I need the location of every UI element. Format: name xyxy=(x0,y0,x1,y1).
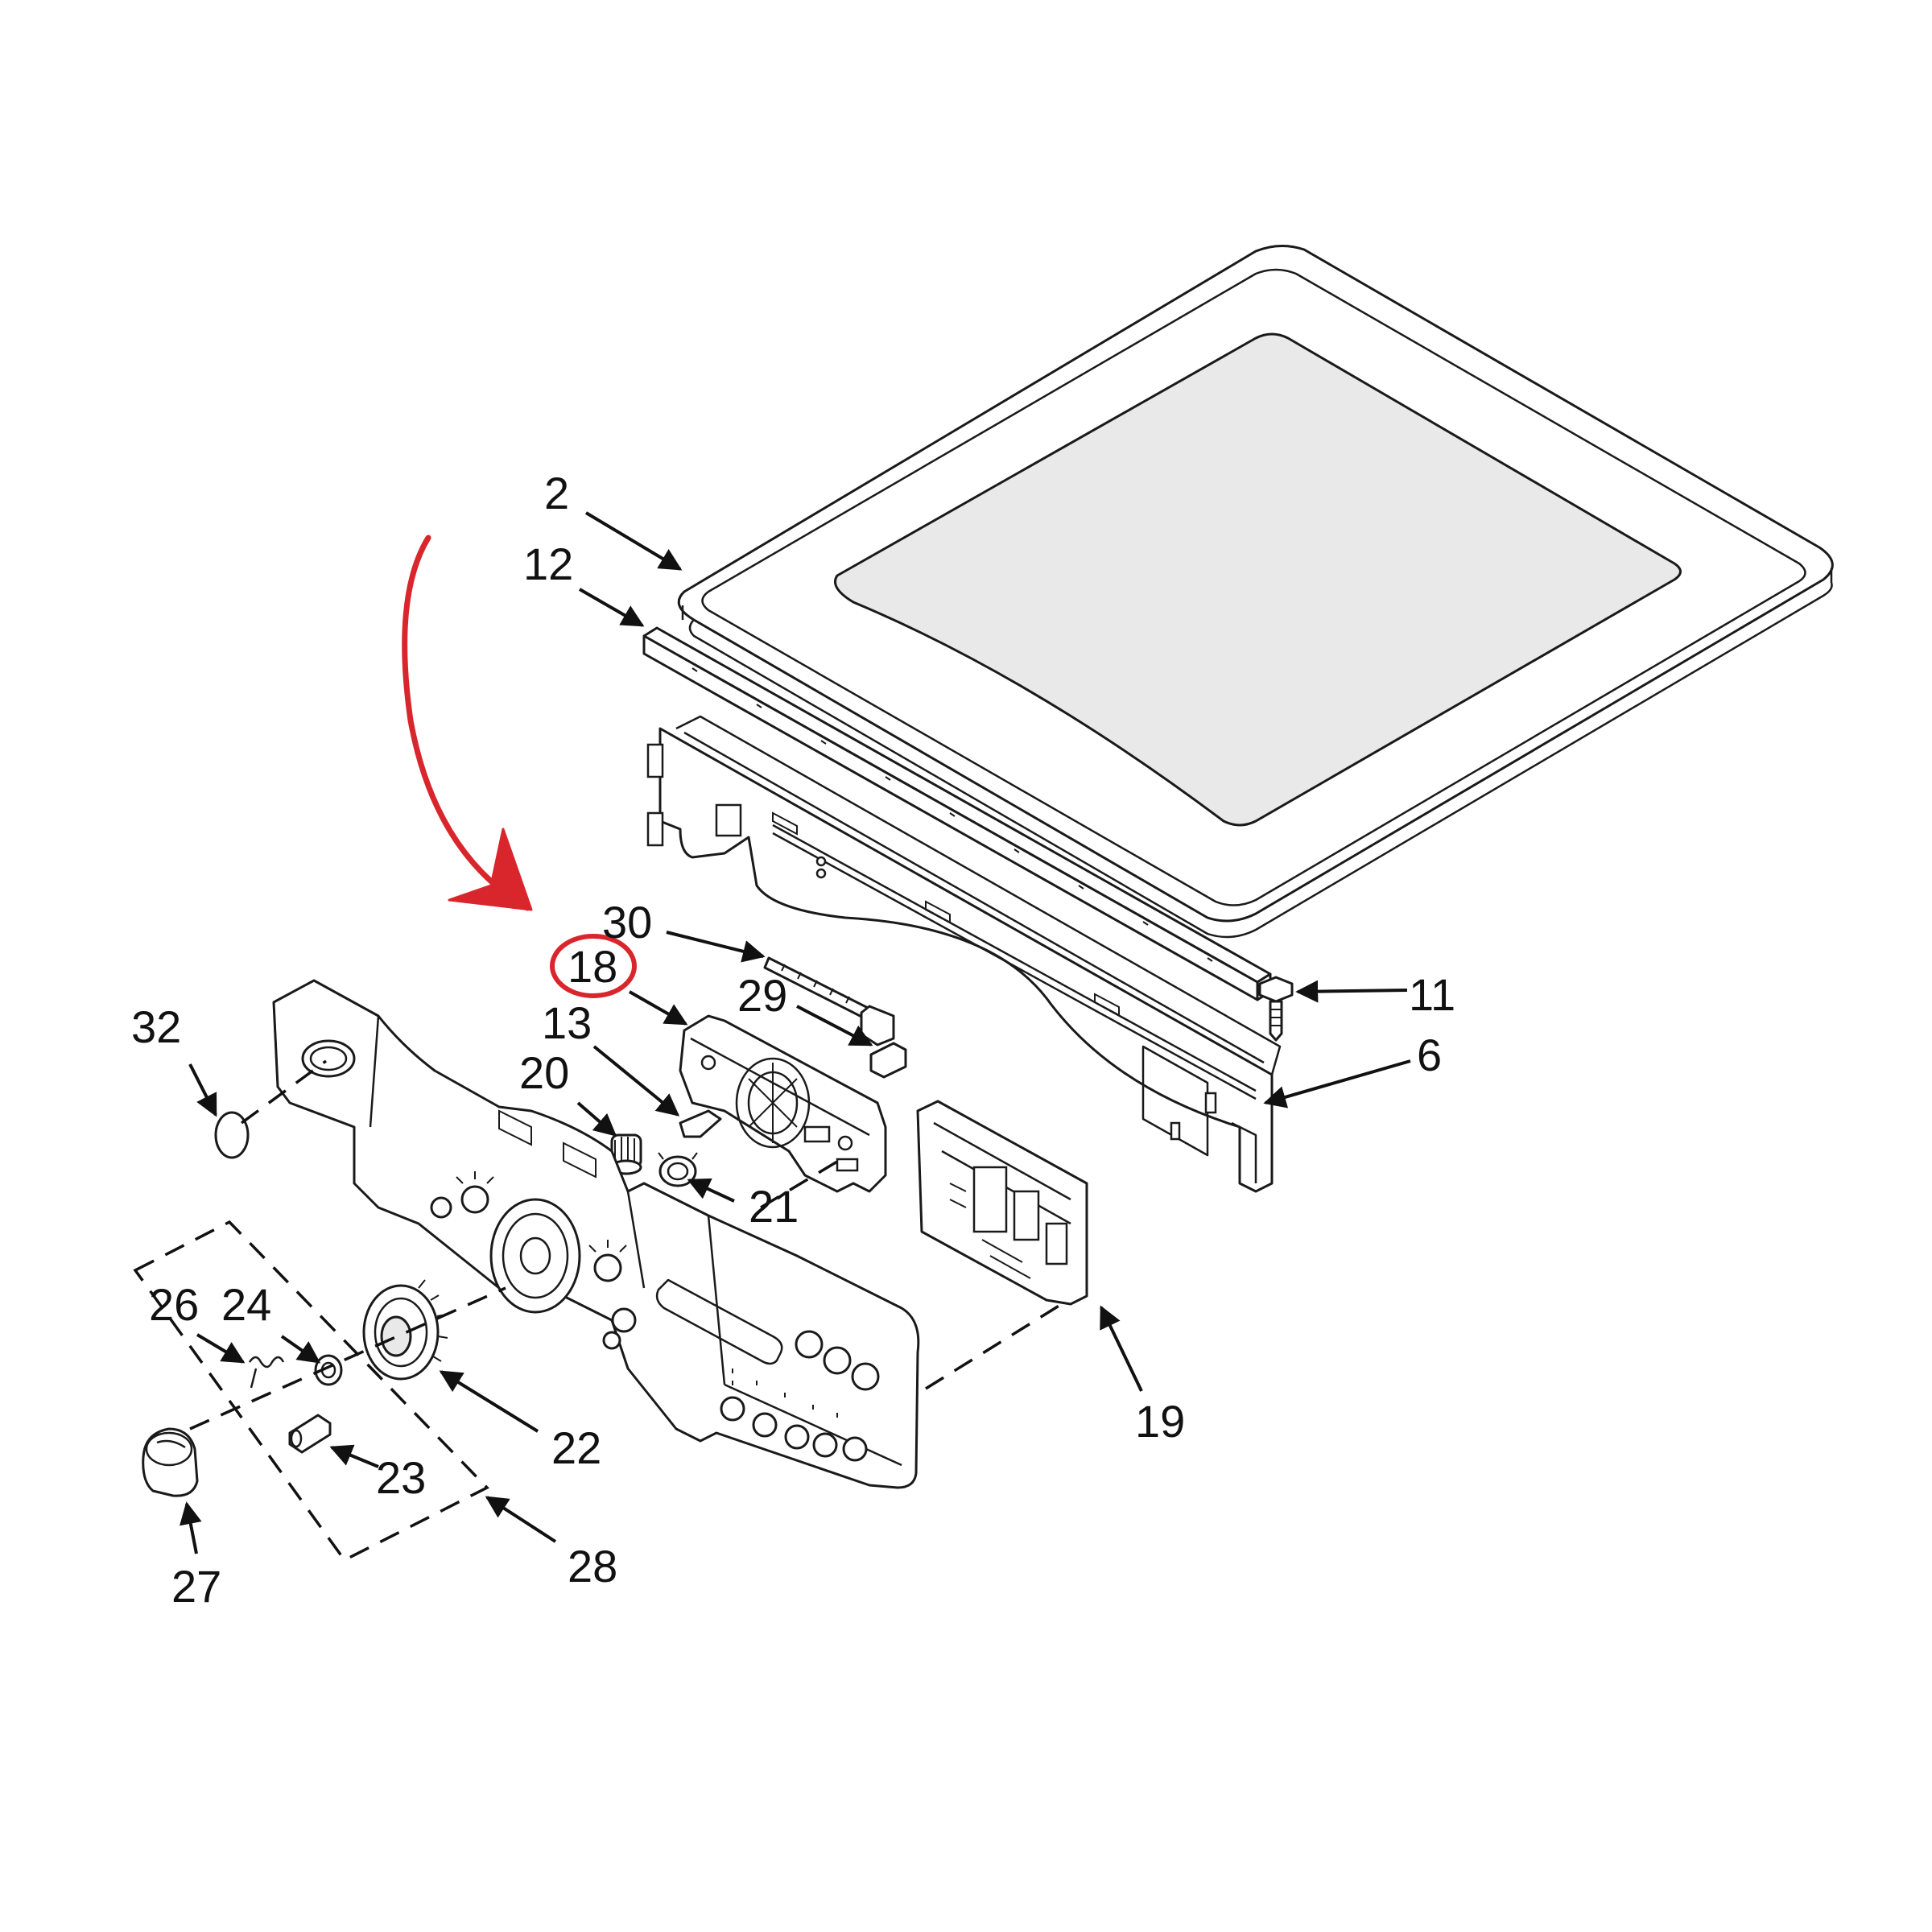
callout-6: 6 xyxy=(1417,1030,1442,1080)
badge xyxy=(214,1111,250,1159)
screw xyxy=(1258,976,1294,1042)
spring xyxy=(248,1356,285,1389)
circle-marker-icon xyxy=(550,934,637,998)
control-board xyxy=(916,1100,1088,1306)
callout-11: 11 xyxy=(1409,969,1455,1020)
curved-arrow-head xyxy=(448,828,533,911)
knob-bezel xyxy=(362,1279,448,1381)
control-console xyxy=(272,979,920,1489)
callout-30: 30 xyxy=(602,897,652,947)
cable-tie xyxy=(763,956,895,1046)
console-bracket xyxy=(646,715,1282,1193)
callout-2: 2 xyxy=(544,468,569,518)
lever xyxy=(679,1109,722,1138)
callout-28: 28 xyxy=(568,1541,617,1591)
callout-21: 21 xyxy=(749,1181,799,1232)
callout-24: 24 xyxy=(221,1279,271,1330)
callout-26: 26 xyxy=(149,1279,199,1330)
callout-19: 19 xyxy=(1135,1396,1185,1447)
callout-13: 13 xyxy=(542,997,592,1048)
callout-18: 18 xyxy=(568,941,617,992)
callout-23: 23 xyxy=(376,1452,426,1503)
callout-20: 20 xyxy=(519,1047,569,1098)
callout-32: 32 xyxy=(131,1001,181,1052)
knob xyxy=(142,1427,199,1497)
leader-lines xyxy=(180,511,1411,1554)
curved-arrow-icon xyxy=(402,535,530,911)
control-housing xyxy=(679,1014,887,1193)
callout-29: 29 xyxy=(737,970,787,1021)
callout-22: 22 xyxy=(551,1422,601,1473)
top-panel xyxy=(677,245,1834,939)
alignment-lines xyxy=(133,1059,1065,1563)
knob-gear xyxy=(314,1354,343,1386)
callout-labels: 2 12 30 18 13 29 11 6 32 20 21 26 24 22 … xyxy=(131,468,1455,1612)
callout-27: 27 xyxy=(171,1561,221,1612)
spring-cap xyxy=(658,1152,698,1187)
light-bulb xyxy=(288,1414,332,1454)
clip xyxy=(869,1042,907,1079)
highlight-annotation xyxy=(402,535,637,998)
callout-12: 12 xyxy=(523,539,573,589)
